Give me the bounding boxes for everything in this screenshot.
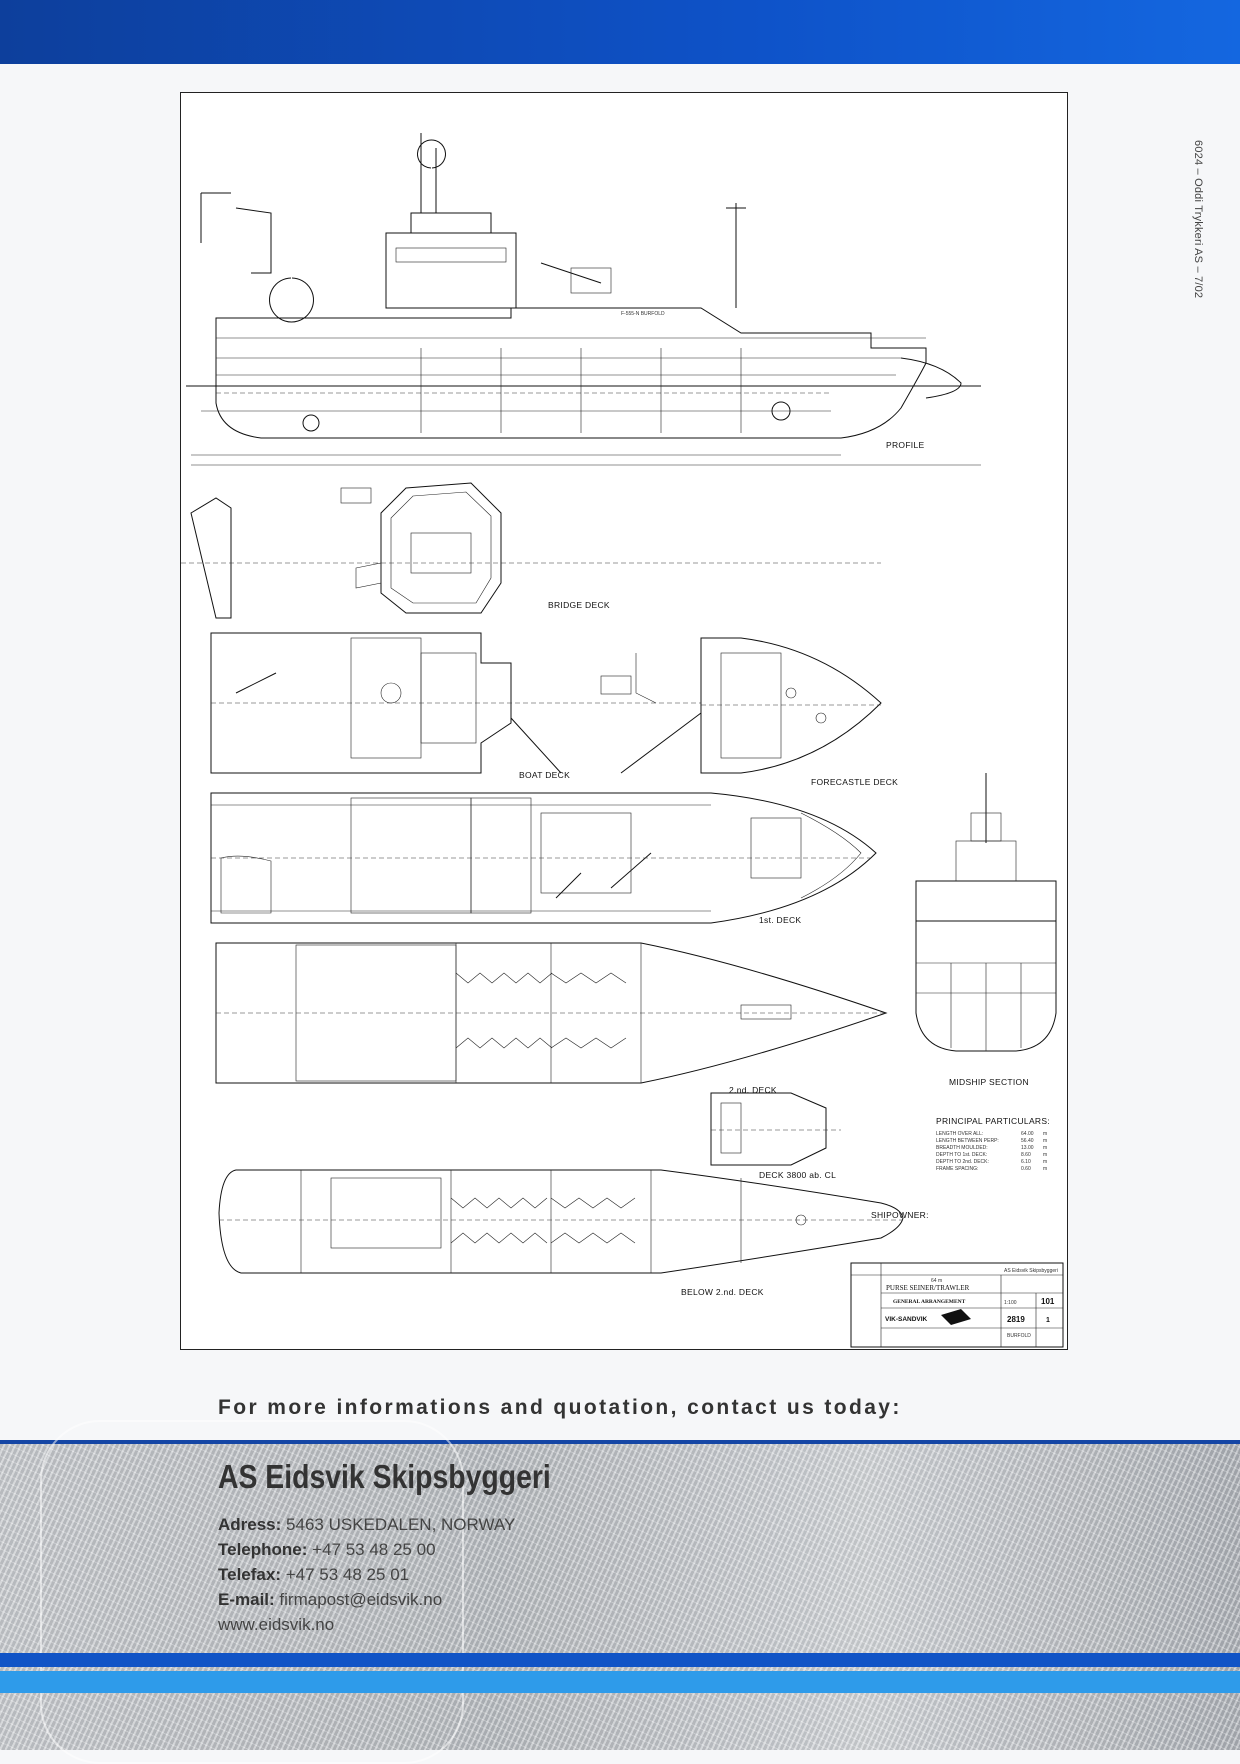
particular-label: DEPTH TO 2nd. DECK: (936, 1159, 989, 1165)
footer-blue-band (0, 1653, 1240, 1667)
telephone-row: Telephone: +47 53 48 25 00 (218, 1537, 515, 1562)
particular-label: DEPTH TO 1st. DECK: (936, 1152, 987, 1158)
hull-marking: F-555-N BURFOLD (621, 311, 665, 317)
boat-deck-view: BOAT DECK (210, 632, 702, 780)
company-name: AS Eidsvik Skipsbyggeri (218, 1458, 551, 1495)
telephone-value: +47 53 48 25 00 (312, 1540, 436, 1559)
particular-value: 8.60 (1021, 1152, 1031, 1158)
bridge-deck-label: BRIDGE DECK (548, 600, 610, 610)
below-second-deck-label: BELOW 2.nd. DECK (681, 1287, 764, 1297)
telefax-row: Telefax: +47 53 48 25 01 (218, 1562, 515, 1587)
particular-unit: m (1043, 1138, 1047, 1144)
particular-value: 0.60 (1021, 1166, 1031, 1172)
particular-unit: m (1043, 1159, 1047, 1165)
general-arrangement-drawing: F-555-N BURFOLD PROFILE BRIDGE DECK BOAT… (180, 92, 1068, 1350)
particular-unit: m (1043, 1152, 1047, 1158)
particular-value: 13.00 (1021, 1145, 1034, 1151)
title-block-length: 64 m (931, 1278, 942, 1284)
title-block-project-no: 2819 (1007, 1315, 1025, 1324)
contact-headline: For more informations and quotation, con… (218, 1396, 902, 1419)
contact-details: Adress: 5463 USKEDALEN, NORWAY Telephone… (218, 1512, 515, 1637)
first-deck-label: 1st. DECK (759, 915, 801, 925)
bridge-deck-view: BRIDGE DECK (181, 482, 881, 619)
title-block-drawing-no: 101 (1041, 1297, 1055, 1306)
second-deck-label: 2.nd. DECK (729, 1085, 777, 1095)
email-label: E-mail: (218, 1590, 275, 1609)
contact-footer: AS Eidsvik Skipsbyggeri Adress: 5463 USK… (0, 1420, 1240, 1764)
first-deck-view: 1st. DECK (210, 792, 877, 925)
forecastle-deck-view: FORECASTLE DECK (700, 637, 898, 787)
title-block: AS Eidsvik Skipsbyggeri 64 m PURSE SEINE… (850, 1262, 1064, 1348)
title-block-sheet: 1 (1046, 1317, 1050, 1324)
title-block-type: PURSE SEINER/TRAWLER (886, 1284, 970, 1292)
footer-divider (0, 1440, 1240, 1444)
particular-label: LENGTH OVER ALL: (936, 1131, 983, 1137)
midship-section-label: MIDSHIP SECTION (949, 1077, 1029, 1087)
second-deck-view: 2.nd. DECK (215, 942, 888, 1095)
title-block-scale: 1:100 (1004, 1300, 1017, 1306)
print-code: 6024 – Oddi Trykkeri AS – 7/02 (1192, 140, 1204, 299)
title-block-designer: VIK-SANDVIK (885, 1316, 928, 1323)
title-block-drawing-title: GENERAL ARRANGEMENT (893, 1299, 966, 1305)
deck-3800-view: DECK 3800 ab. CL (710, 1092, 841, 1180)
title-block-vessel: BURFOLD (1007, 1333, 1031, 1339)
below-second-deck-view: SHIPOWNER: BELOW 2.nd. DECK (218, 1169, 929, 1297)
forecastle-deck-label: FORECASTLE DECK (811, 777, 898, 787)
address-label: Adress: (218, 1515, 282, 1534)
designer-logo-icon (941, 1309, 971, 1325)
telefax-value: +47 53 48 25 01 (285, 1565, 410, 1584)
top-blue-band (0, 0, 1240, 64)
ship-drawing-svg: F-555-N BURFOLD PROFILE BRIDGE DECK BOAT… (181, 133, 1064, 1348)
profile-view: F-555-N BURFOLD PROFILE (186, 133, 981, 466)
particular-value: 64.00 (1021, 1131, 1034, 1137)
principal-particulars: PRINCIPAL PARTICULARS: LENGTH OVER ALL: … (936, 1116, 1050, 1172)
particular-value: 6.10 (1021, 1159, 1031, 1165)
website-link[interactable]: www.eidsvik.no (218, 1615, 335, 1634)
particular-label: FRAME SPACING: (936, 1166, 978, 1172)
particular-unit: m (1043, 1166, 1047, 1172)
profile-label: PROFILE (886, 440, 925, 450)
shipowner-label: SHIPOWNER: (871, 1210, 929, 1220)
midship-section-view: MIDSHIP SECTION (915, 773, 1057, 1087)
email-link[interactable]: firmapost@eidsvik.no (279, 1590, 443, 1609)
boat-deck-label: BOAT DECK (519, 770, 570, 780)
footer-light-blue-band (0, 1671, 1240, 1693)
particular-unit: m (1043, 1145, 1047, 1151)
email-row: E-mail: firmapost@eidsvik.no (218, 1587, 515, 1612)
address-value: 5463 USKEDALEN, NORWAY (286, 1515, 516, 1534)
particular-value: 56.40 (1021, 1138, 1034, 1144)
particular-unit: m (1043, 1131, 1047, 1137)
telephone-label: Telephone: (218, 1540, 308, 1559)
title-block-owner: AS Eidsvik Skipsbyggeri (1004, 1268, 1058, 1274)
telefax-label: Telefax: (218, 1565, 281, 1584)
particulars-title: PRINCIPAL PARTICULARS: (936, 1116, 1050, 1126)
particular-label: BREADTH MOULDED: (936, 1145, 988, 1151)
deck-3800-label: DECK 3800 ab. CL (759, 1170, 836, 1180)
particular-label: LENGTH BETWEEN PERP: (936, 1138, 999, 1144)
address-row: Adress: 5463 USKEDALEN, NORWAY (218, 1512, 515, 1537)
